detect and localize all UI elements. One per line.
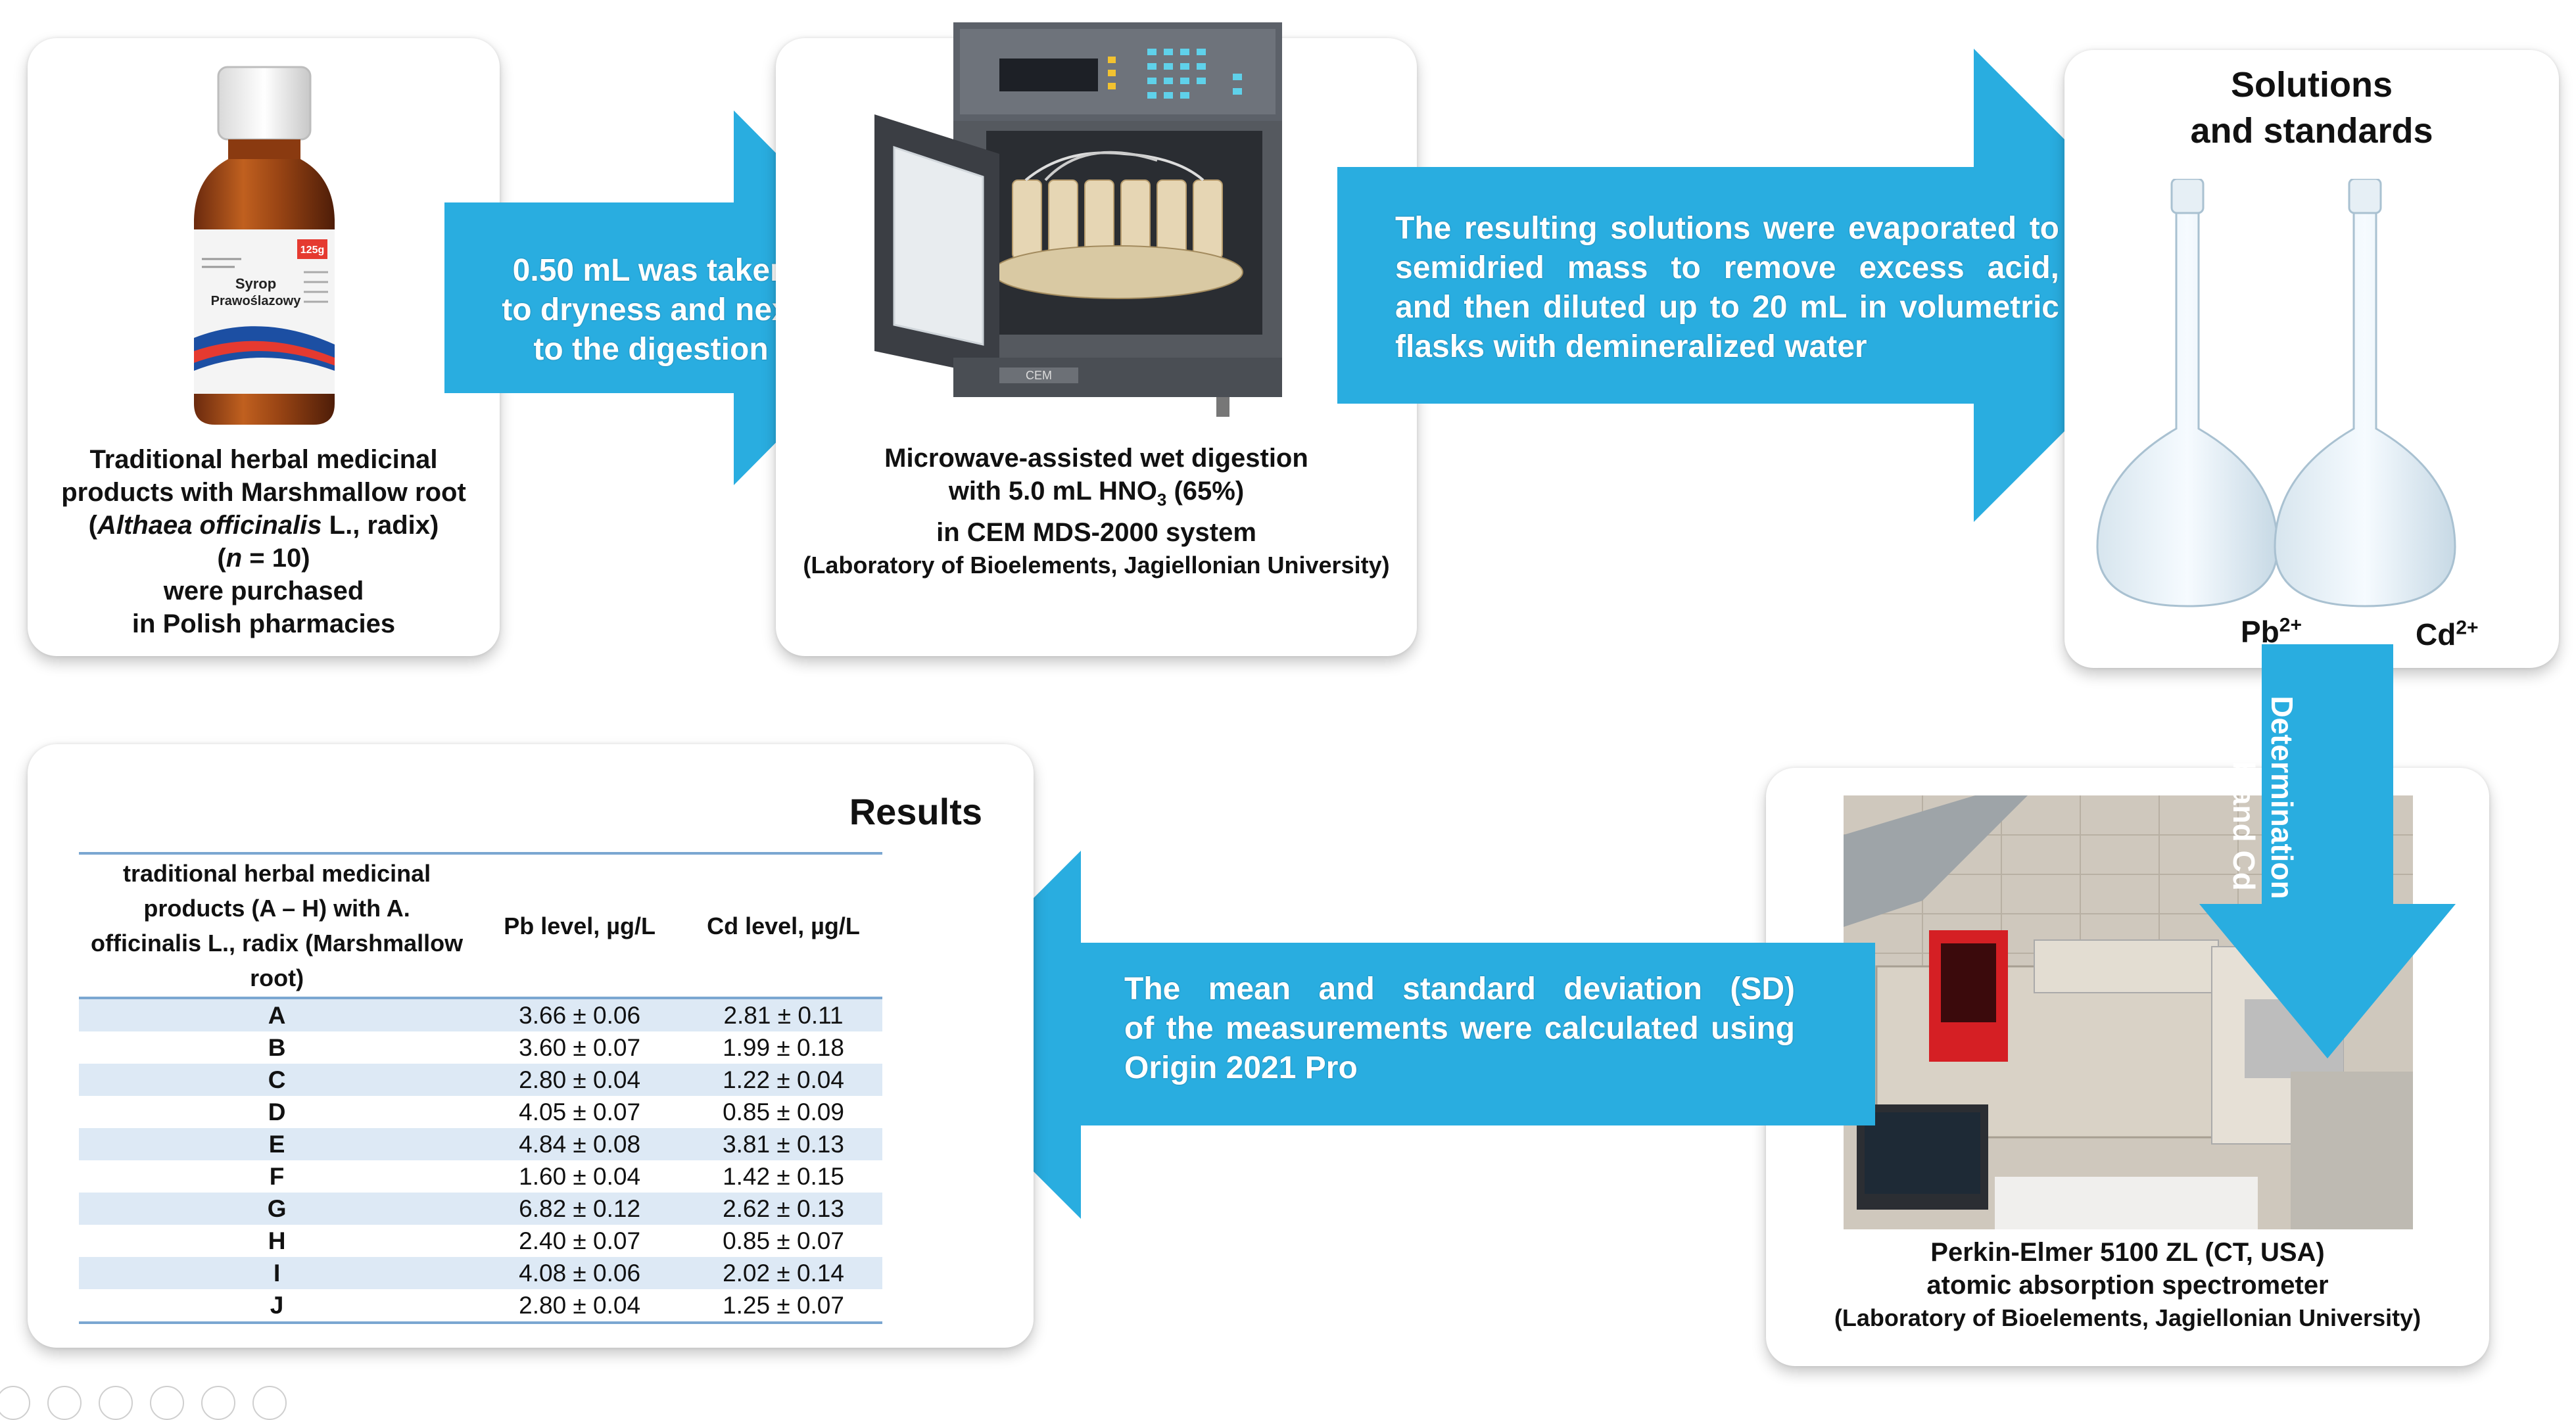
arrow3-line: The mean and standard deviation (SD) xyxy=(1124,972,1795,1006)
caption-line: were purchased xyxy=(163,577,364,605)
arrow2-text: The resulting solutions were evaporated … xyxy=(1395,209,2059,367)
arrow-down-line: Determination xyxy=(2265,696,2299,899)
digestion-line4: (Laboratory of Bioelements, Jagiellonian… xyxy=(803,552,1390,579)
flask-cd xyxy=(2274,179,2456,607)
arrow1-line: to dryness and next xyxy=(502,293,800,327)
pb-ion-label: Pb2+ xyxy=(2241,614,2302,649)
results-table: traditional herbal medicinal products (A… xyxy=(79,852,882,1324)
cell-cd-level: 2.81 ± 0.11 xyxy=(684,998,882,1031)
spectrometer-line3: (Laboratory of Bioelements, Jagiellonian… xyxy=(1834,1304,2421,1331)
cell-pb-level: 2.40 ± 0.07 xyxy=(519,1227,641,1254)
cell-pb-level: 4.84 ± 0.08 xyxy=(475,1128,685,1160)
caption-line: (n = 10) xyxy=(217,544,310,573)
table-row: D 4.05 ± 0.07 0.85 ± 0.09 xyxy=(79,1096,882,1128)
spectrometer-line2: atomic absorption spectrometer xyxy=(1926,1271,2329,1300)
arrow2-line: The resulting solutions were evaporated … xyxy=(1395,211,2059,246)
cell-cd-level: 1.25 ± 0.07 xyxy=(723,1292,844,1319)
standards-title: Solutions and standards xyxy=(2190,65,2433,151)
table-row: J 2.80 ± 0.04 1.25 ± 0.07 xyxy=(79,1289,882,1323)
digestion-line2: with 5.0 mL HNO3 (65%) xyxy=(948,477,1245,509)
cell-pb-level: 2.80 ± 0.04 xyxy=(519,1292,641,1319)
arrow1-line: to the digestion xyxy=(533,332,769,367)
results-card: Results traditional herbal medicinal pro… xyxy=(28,744,1034,1348)
bottle-label-line2: Prawoślazowy xyxy=(211,294,302,308)
cell-cd-level: 0.85 ± 0.07 xyxy=(723,1227,844,1254)
device-label: CEM xyxy=(1026,369,1052,382)
cell-product-id: A xyxy=(79,998,475,1031)
cell-cd-level: 1.99 ± 0.18 xyxy=(723,1034,844,1061)
cell-product-id: B xyxy=(268,1034,286,1061)
cell-cd-level: 1.22 ± 0.04 xyxy=(684,1064,882,1096)
cell-product-id: F xyxy=(269,1163,285,1190)
bottle-badge: 125g xyxy=(300,245,324,256)
cell-cd-level: 3.81 ± 0.13 xyxy=(684,1128,882,1160)
caption-line: (Althaea officinalis L., radix) xyxy=(88,511,439,540)
cell-pb-level: 4.05 ± 0.07 xyxy=(519,1099,641,1125)
results-title: Results xyxy=(849,791,982,832)
spectrometer-caption: Perkin-Elmer 5100 ZL (CT, USA) atomic ab… xyxy=(1766,1236,2489,1335)
cell-pb-level: 4.08 ± 0.06 xyxy=(475,1257,685,1289)
col-header-product: traditional herbal medicinal products (A… xyxy=(91,860,464,991)
arrow3-text: The mean and standard deviation (SD) of … xyxy=(1124,970,1795,1088)
volumetric-flasks-image xyxy=(2096,179,2456,607)
arrow2-line: and then diluted up to 20 mL in volumetr… xyxy=(1395,290,2059,325)
standards-card: Solutions and standards Pb2+ Cd2+ xyxy=(2064,50,2559,668)
cell-cd-level: 2.62 ± 0.13 xyxy=(684,1193,882,1225)
syrup-bottle-image: 125g Syrop Prawoślazowy xyxy=(194,66,335,425)
product-card: 125g Syrop Prawoślazowy Traditional herb… xyxy=(28,38,500,656)
caption-line: in Polish pharmacies xyxy=(131,609,396,638)
cell-product-id: D xyxy=(268,1099,286,1125)
arrow-left xyxy=(897,851,1875,1219)
spectrometer-photo xyxy=(1844,795,2413,1229)
spectrometer-line1: Perkin-Elmer 5100 ZL (CT, USA) xyxy=(1930,1238,2325,1267)
cell-cd-level: 0.85 ± 0.09 xyxy=(723,1099,844,1125)
caption-line: Traditional herbal medicinal xyxy=(89,445,438,474)
col-header-cd: Cd level, µg/L xyxy=(707,912,860,939)
digestion-line1: Microwave-assisted wet digestion xyxy=(884,444,1308,473)
arrow1-text: 0.50 mL was taken to dryness and next to… xyxy=(473,251,828,369)
microwave-digestion-device-image: CEM xyxy=(874,22,1282,417)
col-header-pb: Pb level, µg/L xyxy=(504,912,656,939)
arrow2-line: flasks with demineralized water xyxy=(1395,329,1867,364)
table-row: B 3.60 ± 0.07 1.99 ± 0.18 xyxy=(79,1031,882,1064)
arrow3-line: Origin 2021 Pro xyxy=(1124,1051,1358,1085)
cell-pb-level: 3.66 ± 0.06 xyxy=(475,998,685,1031)
digestion-line3: in CEM MDS-2000 system xyxy=(936,518,1256,547)
arrow-down-line: of Pb and Cd xyxy=(2227,704,2261,891)
product-caption: Traditional herbal medicinal products wi… xyxy=(28,443,500,640)
cell-cd-level: 2.02 ± 0.14 xyxy=(684,1257,882,1289)
cell-product-id: E xyxy=(79,1128,475,1160)
cell-cd-level: 1.42 ± 0.15 xyxy=(723,1163,844,1190)
cd-ion-label: Cd2+ xyxy=(2416,617,2479,651)
cell-pb-level: 2.80 ± 0.04 xyxy=(475,1064,685,1096)
arrow-right-2 xyxy=(1337,49,2210,522)
cell-product-id: I xyxy=(79,1257,475,1289)
arrow-down-text: Determination of Pb and Cd xyxy=(2222,673,2301,922)
cell-product-id: J xyxy=(270,1292,284,1319)
arrow2-line: semidried mass to remove excess acid, xyxy=(1395,250,2059,285)
table-row: F 1.60 ± 0.04 1.42 ± 0.15 xyxy=(79,1160,882,1193)
bottle-label-line1: Syrop xyxy=(235,275,276,292)
arrow-down xyxy=(2199,644,2456,1058)
cell-pb-level: 1.60 ± 0.04 xyxy=(519,1163,641,1190)
table-row: H 2.40 ± 0.07 0.85 ± 0.07 xyxy=(79,1225,882,1257)
arrow1-line: 0.50 mL was taken xyxy=(512,253,790,288)
cell-product-id: G xyxy=(79,1193,475,1225)
caption-line: products with Marshmallow root xyxy=(61,478,466,507)
cell-product-id: H xyxy=(268,1227,286,1254)
cell-pb-level: 6.82 ± 0.12 xyxy=(475,1193,685,1225)
digestion-caption: Microwave-assisted wet digestion with 5.… xyxy=(776,442,1417,582)
cell-pb-level: 3.60 ± 0.07 xyxy=(519,1034,641,1061)
cell-product-id: C xyxy=(79,1064,475,1096)
flask-pb xyxy=(2096,179,2279,607)
arrow3-line: of the measurements were calculated usin… xyxy=(1124,1011,1795,1046)
